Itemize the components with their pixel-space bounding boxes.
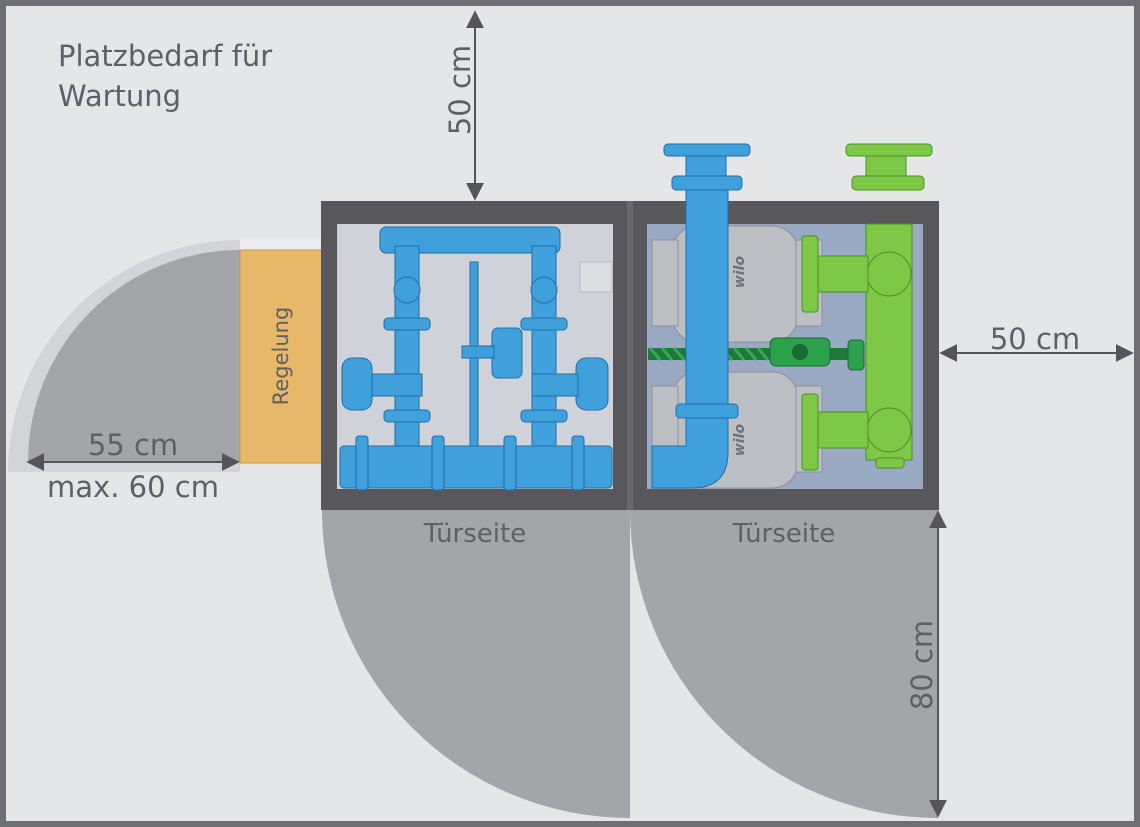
wall-plate — [579, 261, 613, 293]
door-swing-right — [630, 510, 938, 818]
pump-brand-top: wilo — [732, 256, 748, 289]
blue-riser-pipe — [651, 143, 751, 489]
dimension-label-left: 55 cm — [88, 428, 178, 462]
dimension-label-right: 50 cm — [990, 322, 1080, 356]
dimension-label-left-max: max. 60 cm — [47, 470, 219, 504]
cabinet-divider — [627, 201, 633, 510]
door-swing-left — [322, 510, 630, 818]
pump-brand-bottom: wilo — [732, 424, 748, 457]
title-line-1: Platzbedarf für — [58, 39, 272, 73]
dimension-label-top: 50 cm — [443, 45, 477, 135]
green-riser-pipe — [801, 143, 933, 471]
control-box-cap — [240, 238, 322, 250]
left-clearance-zone — [28, 250, 240, 462]
control-box — [239, 249, 323, 464]
left-manifold — [339, 226, 613, 491]
door-side-label-left: Türseite — [423, 519, 526, 549]
title-line-2: Wartung — [58, 79, 181, 113]
dimension-label-bottom-right: 80 cm — [905, 620, 939, 710]
control-box-label: Regelung — [269, 307, 293, 406]
door-side-label-right: Türseite — [732, 519, 835, 549]
